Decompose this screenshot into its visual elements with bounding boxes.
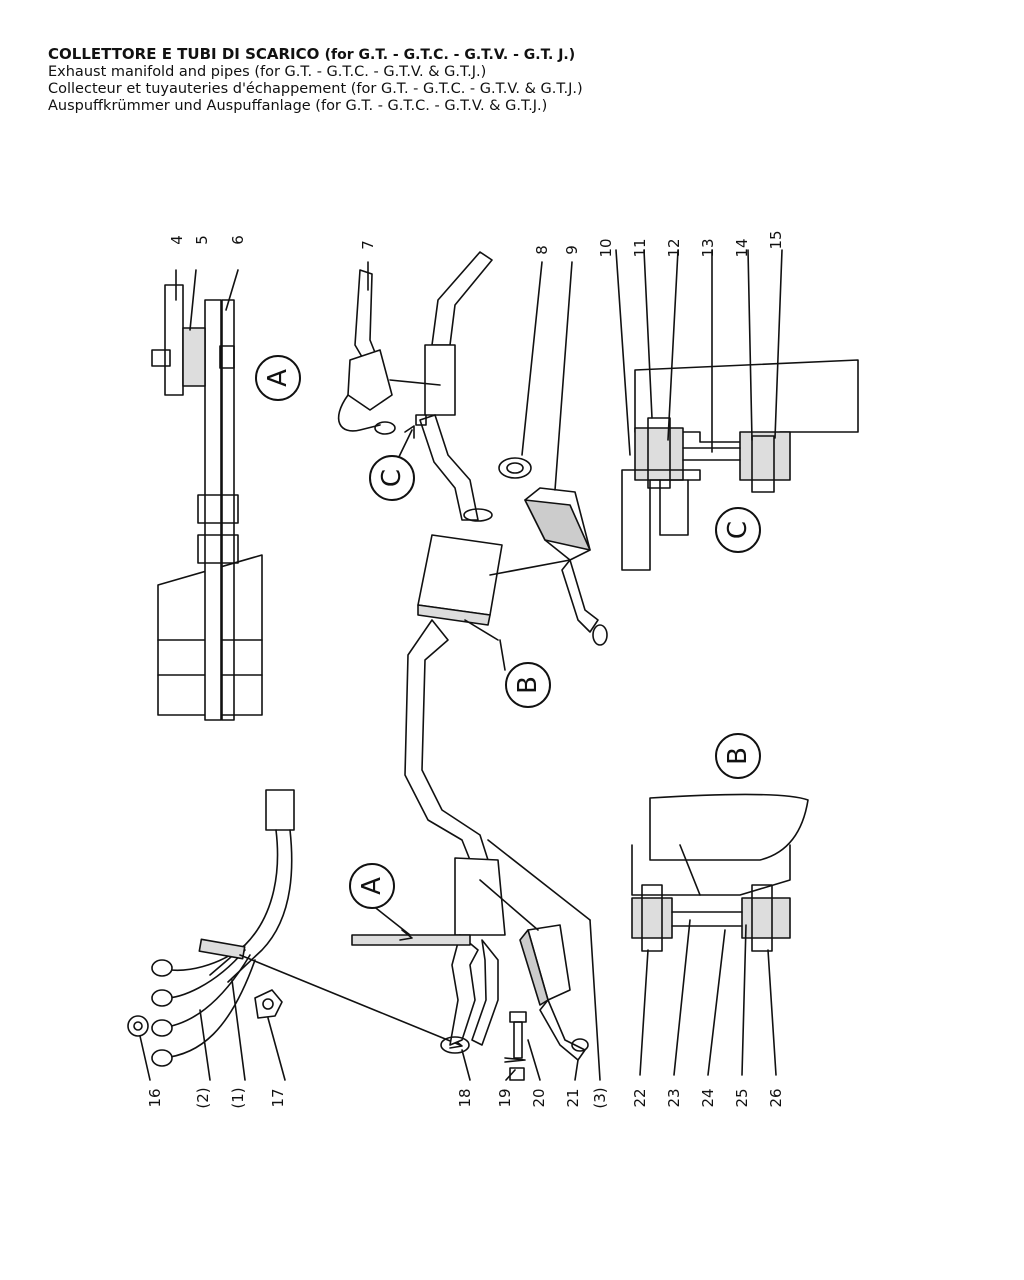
callout-b-right-label: B: [723, 747, 753, 765]
part-label-18: 18: [456, 1088, 474, 1107]
part-label-1: (1): [229, 1087, 247, 1108]
part-label-12: 12: [665, 238, 683, 257]
part-label-6: 6: [229, 235, 247, 245]
title-english: Exhaust manifold and pipes (for G.T. - G…: [48, 64, 487, 80]
callout-c-left: C: [369, 455, 415, 501]
part-label-13: 13: [699, 238, 717, 257]
tailpipe-section: [337, 269, 506, 671]
part-label-14: 14: [733, 238, 751, 257]
callout-b-right: B: [715, 733, 761, 779]
part-label-22: 22: [631, 1088, 649, 1107]
part-label-5: 5: [193, 235, 211, 245]
detail-a-mount: [151, 269, 263, 721]
part-label-16: 16: [146, 1088, 164, 1107]
part-label-4: 4: [168, 235, 186, 245]
part-label-26: 26: [767, 1088, 785, 1107]
callout-c-left-label: C: [377, 469, 407, 487]
callout-c-right: C: [715, 507, 761, 553]
part-label-25: 25: [733, 1088, 751, 1107]
part-label-21: 21: [564, 1088, 582, 1107]
bottom-leaders: [199, 261, 601, 1081]
exhaust-manifold: [127, 789, 463, 1081]
part-label-3: (3): [591, 1087, 609, 1108]
part-label-24: 24: [699, 1088, 717, 1107]
callout-a-bottom: A: [349, 863, 395, 909]
callout-a-top: A: [255, 355, 301, 401]
title-italian-suffix: (for G.T. - G.T.C. - G.T.V. - G.T. J.): [324, 47, 576, 63]
part-label-7: 7: [359, 240, 377, 250]
detail-c-hanger: [615, 249, 859, 571]
part-label-15: 15: [767, 230, 785, 249]
title-italian: COLLETTORE E TUBI DI SCARICO (for G.T. -…: [48, 46, 988, 64]
callout-a-top-label: A: [263, 369, 293, 387]
part-label-9: 9: [563, 245, 581, 255]
part-label-8: 8: [533, 245, 551, 255]
callout-a-bottom-label: A: [357, 877, 387, 895]
part-label-17: 17: [269, 1088, 287, 1107]
part-label-2: (2): [194, 1087, 212, 1108]
callout-b-center: B: [505, 662, 551, 708]
detail-b-hanger: [631, 793, 809, 1076]
part-label-20: 20: [530, 1088, 548, 1107]
header: COLLETTORE E TUBI DI SCARICO (for G.T. -…: [48, 46, 988, 115]
title-french: Collecteur et tuyauteries d'échappement …: [48, 81, 583, 97]
callout-c-right-label: C: [723, 521, 753, 539]
title-italian-main: COLLETTORE E TUBI DI SCARICO: [48, 45, 320, 63]
part-label-10: 10: [597, 238, 615, 257]
part-label-23: 23: [665, 1088, 683, 1107]
callout-b-center-label: B: [513, 676, 543, 694]
title-german: Auspuffkrümmer und Auspuffanlage (for G.…: [48, 98, 548, 114]
part-label-19: 19: [496, 1088, 514, 1107]
part-label-11: 11: [631, 238, 649, 257]
exhaust-pipe-system: [351, 251, 608, 1081]
